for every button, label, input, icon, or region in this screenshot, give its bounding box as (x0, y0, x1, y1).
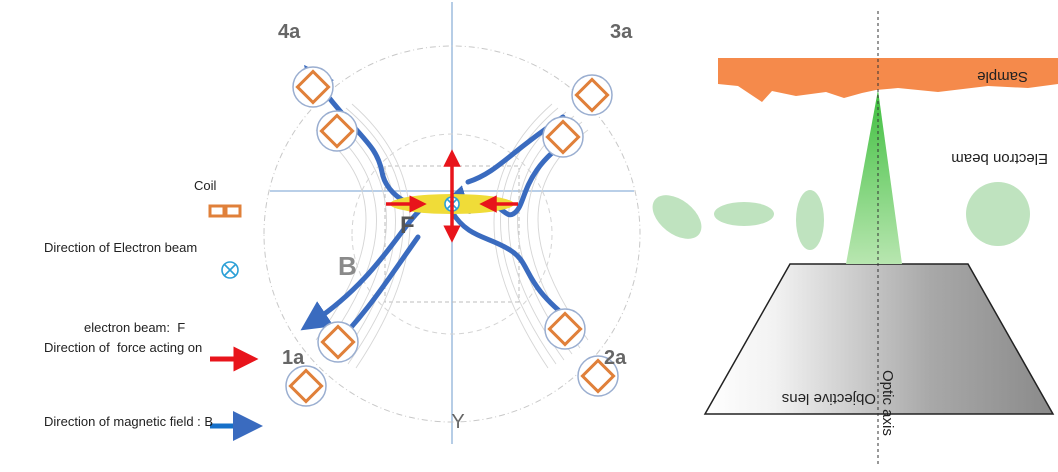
field-label-b: B (338, 251, 357, 281)
legend-force-text-2: electron beam: F (84, 320, 185, 335)
coil-label-1a: 1a (282, 347, 305, 369)
inner-circle (351, 133, 553, 335)
sample-surface (718, 58, 1058, 102)
force-arrows (386, 149, 518, 243)
coil-group-2 (542, 74, 613, 158)
force-label-f: F (400, 212, 415, 239)
objective-lens-label: Objective lens (782, 390, 876, 407)
legend-coil-text: Coil (194, 178, 217, 193)
coil-group-4 (285, 321, 359, 407)
legend-beam-text: Direction of Electron beam (44, 240, 197, 255)
field-arrow-upper-right (300, 197, 455, 331)
quadrupole-diagram: Y B (263, 2, 641, 444)
pole-circle (263, 45, 641, 423)
sample-label: Sample (977, 68, 1028, 85)
field-arrow-upper-left (449, 209, 576, 325)
electron-beam (846, 90, 902, 264)
legend-force-text-1: Direction of force acting on (44, 340, 202, 355)
optic-axis-label: Optic axis (879, 370, 896, 436)
lens-diagram: Objective lens Electron beam Sample Opti… (652, 10, 1058, 464)
legend-coil-swatch (224, 204, 242, 218)
electron-beam-label: Electron beam (951, 150, 1048, 167)
field-line-fans (315, 103, 589, 369)
astigmatism-spots (652, 182, 1030, 250)
coil-label-3a: 3a (610, 21, 633, 43)
coil-label-2a: 2a (604, 347, 627, 369)
coil-label-4a: 4a (278, 21, 301, 43)
objective-lens (703, 263, 1055, 415)
axis-y-label: Y (451, 411, 464, 433)
legend-field-text: Direction of magnetic field : B (44, 414, 213, 429)
legend: Direction of magnetic field : B Directio… (44, 178, 263, 441)
coil-group-1 (292, 66, 358, 152)
coil-group-3 (544, 308, 619, 397)
